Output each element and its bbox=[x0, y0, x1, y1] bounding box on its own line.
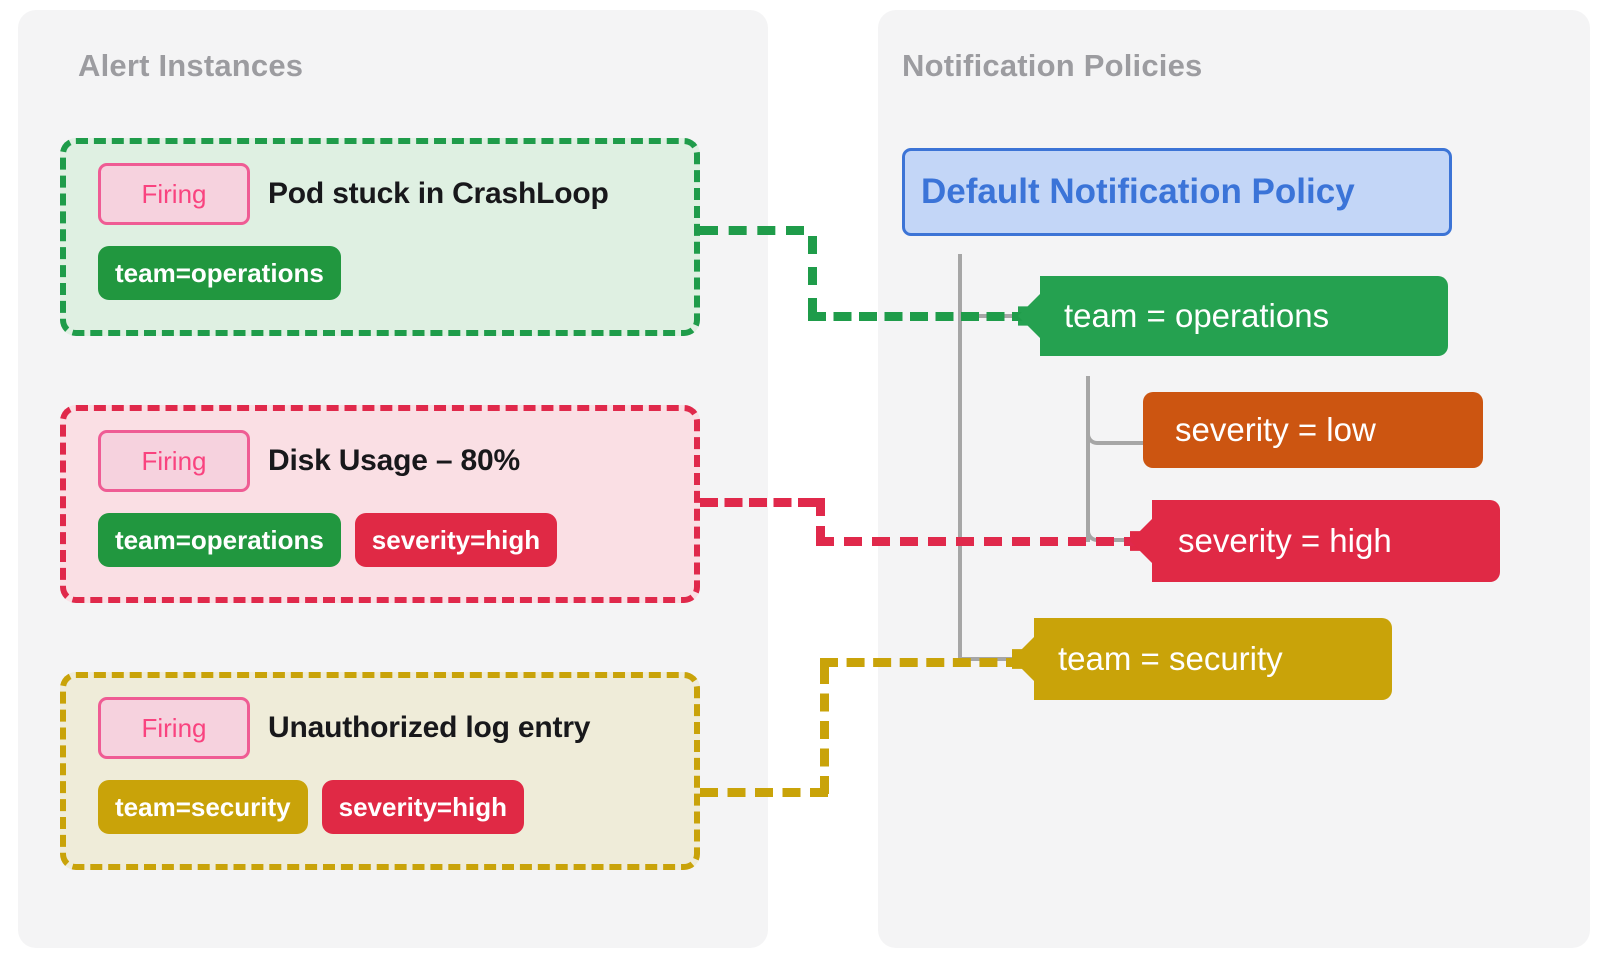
tree-elbow-severity-low bbox=[1086, 400, 1146, 445]
policy-matcher-team-operations[interactable]: team = operations bbox=[1018, 276, 1448, 356]
connector-security-seg3 bbox=[820, 658, 1024, 667]
alert-card-head: Firing Pod stuck in CrashLoop bbox=[98, 163, 609, 225]
alert-labels: team=security severity=high bbox=[98, 780, 524, 834]
connector-security-seg1 bbox=[700, 788, 828, 797]
alert-card-head: Firing Disk Usage – 80% bbox=[98, 430, 520, 492]
tree-spine-level1 bbox=[958, 254, 962, 664]
alert-card-disk-usage[interactable] bbox=[60, 405, 700, 603]
label-chip[interactable]: severity=high bbox=[321, 780, 524, 834]
alert-title: Unauthorized log entry bbox=[268, 711, 591, 744]
label-chip[interactable]: team=operations bbox=[98, 513, 341, 567]
alert-card-head: Firing Unauthorized log entry bbox=[98, 697, 590, 759]
tree-spine-level2 bbox=[1086, 376, 1090, 542]
alert-title: Disk Usage – 80% bbox=[268, 444, 520, 477]
alert-labels: team=operations severity=high bbox=[98, 513, 558, 567]
policy-matcher-severity-low[interactable]: severity = low bbox=[1143, 392, 1483, 468]
connector-security-seg2 bbox=[820, 666, 829, 794]
connector-operations-seg1 bbox=[700, 226, 804, 235]
connector-security-arrowhead bbox=[1012, 637, 1034, 681]
connector-severity-high-arrowhead bbox=[1130, 519, 1152, 563]
connector-severity-high-seg3 bbox=[816, 537, 1142, 546]
label-chip[interactable]: severity=high bbox=[354, 513, 558, 567]
policy-matcher-team-security[interactable]: team = security bbox=[1012, 618, 1392, 700]
label-chip[interactable]: team=security bbox=[98, 780, 308, 834]
label-chip[interactable]: team=operations bbox=[98, 246, 341, 300]
policy-matcher-severity-high[interactable]: severity = high bbox=[1130, 500, 1500, 582]
connector-severity-high-seg2 bbox=[816, 498, 825, 544]
alert-labels: team=operations bbox=[98, 246, 341, 300]
status-badge-firing: Firing bbox=[98, 697, 250, 759]
status-badge-firing: Firing bbox=[98, 163, 250, 225]
policy-root-default[interactable]: Default Notification Policy bbox=[902, 148, 1452, 236]
connector-operations-seg3 bbox=[808, 312, 1030, 321]
status-badge-firing: Firing bbox=[98, 430, 250, 492]
alert-instances-title: Alert Instances bbox=[78, 48, 304, 83]
connector-severity-high-seg1 bbox=[700, 498, 816, 507]
connector-operations-arrowhead bbox=[1018, 294, 1040, 338]
connector-operations-seg2 bbox=[808, 236, 817, 316]
alert-title: Pod stuck in CrashLoop bbox=[268, 177, 609, 210]
notification-policies-title: Notification Policies bbox=[902, 48, 1203, 83]
